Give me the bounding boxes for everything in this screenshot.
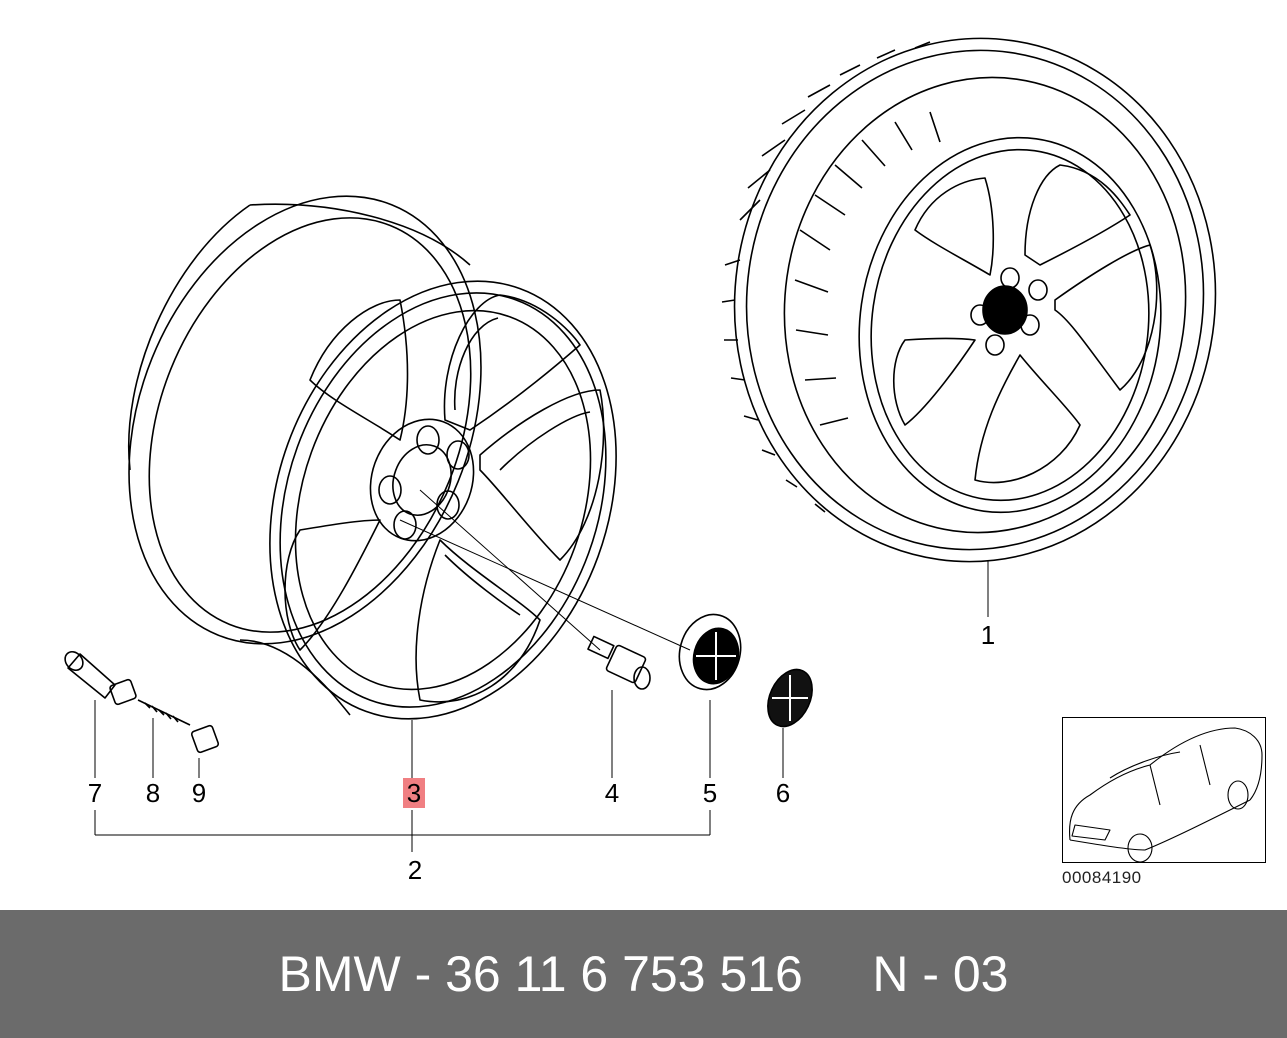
callout-7: 7 <box>87 778 103 808</box>
diagram-number: 00084190 <box>1062 868 1142 887</box>
callout-2: 2 <box>407 855 423 885</box>
callout-8: 8 <box>145 778 161 808</box>
valve-drawing <box>64 650 220 754</box>
part-number-label: BMW - 36 11 6 753 516 N - 03 <box>278 946 1009 1002</box>
footer-bar: BMW - 36 11 6 753 516 N - 03 <box>0 910 1287 1038</box>
emblem-drawing <box>767 668 813 728</box>
parts-diagram <box>64 37 1263 863</box>
vehicle-inset-frame <box>1062 717 1266 863</box>
callout-3-highlighted: 3 <box>403 778 425 808</box>
leader-lines <box>94 489 989 852</box>
callout-5: 5 <box>702 778 718 808</box>
callout-6: 6 <box>775 778 791 808</box>
rim-drawing <box>128 195 617 720</box>
complete-wheel-drawing <box>721 37 1217 563</box>
callout-4: 4 <box>604 778 620 808</box>
wheel-bolt-drawing <box>587 635 651 690</box>
callout-1: 1 <box>980 620 996 650</box>
callout-9: 9 <box>191 778 207 808</box>
hub-cap-drawing <box>678 613 742 691</box>
car-inset-drawing <box>1068 727 1263 863</box>
